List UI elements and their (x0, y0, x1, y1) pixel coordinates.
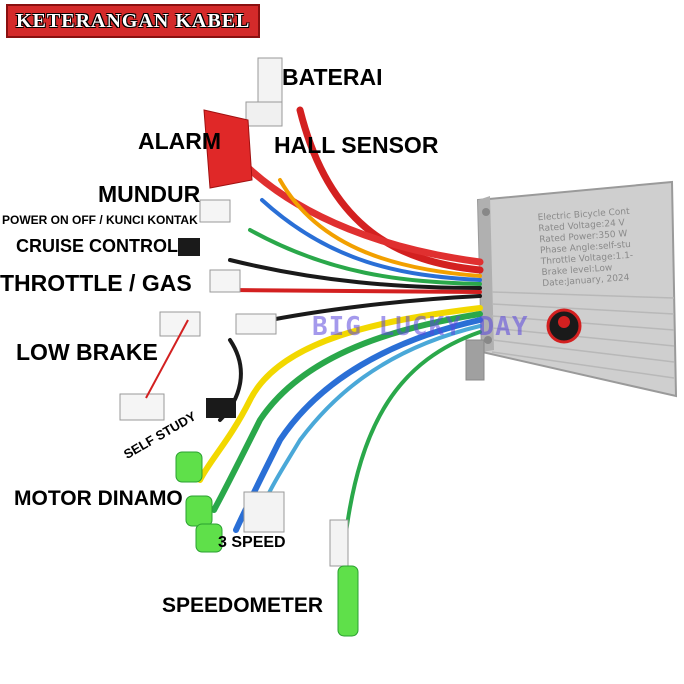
label-cruise-control: CRUISE CONTROL (16, 236, 178, 256)
controller-box (465, 180, 678, 398)
label-mundur: MUNDUR (98, 181, 201, 207)
wire-bundle (197, 106, 484, 542)
label-low-brake: LOW BRAKE (16, 339, 158, 365)
label-power: POWER ON OFF / KUNCI KONTAK (2, 213, 198, 227)
label-speedometer: SPEEDOMETER (162, 594, 324, 617)
label-hall-sensor: HALL SENSOR (274, 132, 439, 158)
label-motor-dinamo: MOTOR DINAMO (14, 487, 183, 510)
page-title: KETERANGAN KABEL (16, 9, 251, 32)
brand-logo (546, 308, 582, 344)
label-baterai: BATERAI (282, 64, 383, 90)
title-banner: KETERANGAN KABEL (6, 4, 261, 38)
watermark: BIG LUCKY DAY (312, 312, 529, 342)
label-3-speed: 3 SPEED (218, 534, 286, 551)
label-alarm: ALARM (138, 128, 222, 154)
connectors (119, 57, 359, 637)
label-throttle: THROTTLE / GAS (0, 270, 192, 296)
controller-spec-label: Electric Bicycle Cont Rated Voltage:24 V… (537, 207, 635, 290)
